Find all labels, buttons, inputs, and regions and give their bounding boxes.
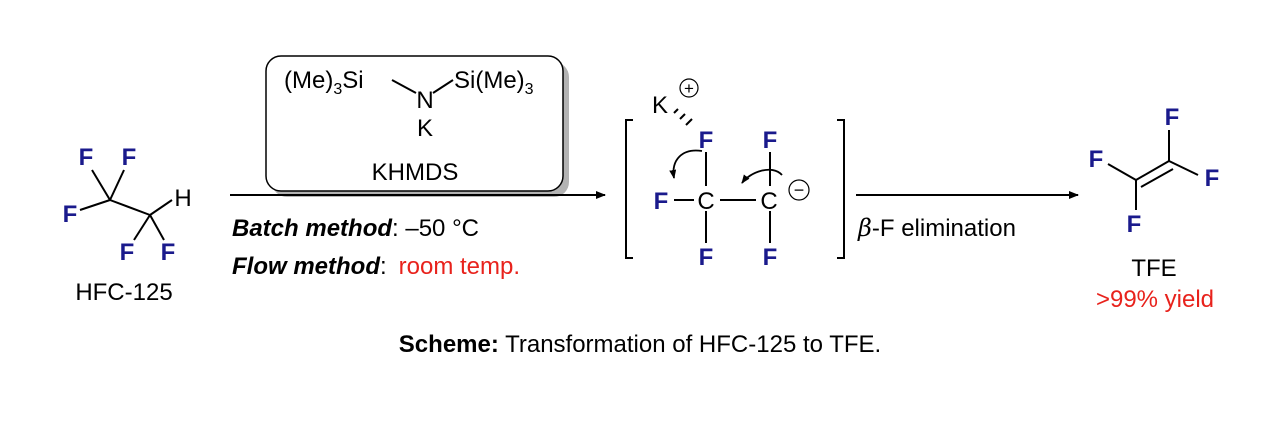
minus-charge-circle — [788, 179, 810, 201]
bracket-left — [625, 119, 633, 259]
fluorine-atom: F — [122, 144, 137, 171]
fluorine-atom: F — [1089, 146, 1104, 173]
minus-charge: − — [794, 180, 805, 200]
bond-c2-h — [149, 199, 173, 216]
fluorine-atom: F — [120, 239, 135, 266]
hfc125-label: HFC-125 — [75, 279, 172, 306]
bond-c1-c2 — [109, 199, 151, 216]
fluorine-atom: F — [654, 188, 669, 215]
bond-c1-f — [109, 169, 125, 201]
khmds-label: KHMDS — [372, 159, 459, 186]
bond-c1-f — [91, 169, 111, 201]
hydrogen-atom: H — [174, 185, 191, 212]
fluorine-atom: F — [161, 239, 176, 266]
dashed-bond — [685, 118, 693, 126]
bracket-right — [837, 119, 845, 259]
carbanion-carbon: C — [760, 188, 777, 215]
fluorine-atom: F — [699, 244, 714, 271]
fluorine-atom: F — [1127, 211, 1142, 238]
fluorine-atom: F — [79, 144, 94, 171]
fluorine-atom: F — [699, 127, 714, 154]
electron-push-arrow — [669, 149, 703, 179]
yield-label: >99% yield — [1096, 286, 1214, 313]
bond-c2-f — [133, 214, 151, 241]
bond-c-f — [1107, 163, 1137, 181]
fluorine-atom: F — [763, 244, 778, 271]
khmds-box: (Me)3Si N Si(Me)3 K KHMDS — [265, 55, 569, 197]
plus-charge: + — [684, 79, 694, 98]
double-bond — [1140, 168, 1174, 188]
dashed-bond — [679, 113, 686, 120]
bond-c1-f — [79, 199, 111, 211]
dashed-bond — [673, 108, 679, 114]
fluorine-atom: F — [63, 201, 78, 228]
intermediate-structure: K + F F F C C − F F — [625, 78, 845, 271]
scheme-caption: Scheme: Transformation of HFC-125 to TFE… — [399, 331, 881, 358]
nitrogen-atom: N — [416, 87, 433, 114]
fluorine-atom: F — [763, 127, 778, 154]
plus-charge-circle — [679, 78, 699, 98]
tfe-label: TFE — [1131, 255, 1176, 282]
potassium-atom: K — [417, 115, 433, 142]
tms-group-right: Si(Me)3 — [454, 67, 534, 98]
bond-n-si — [432, 79, 454, 94]
tfe-structure: F F F F TFE >99% yield — [1089, 104, 1220, 313]
double-bond — [1135, 160, 1170, 181]
batch-conditions: Batch method: –50 °C — [232, 215, 479, 242]
fluorine-atom: F — [1165, 104, 1180, 131]
hfc125-structure: F F F H F F HFC-125 — [63, 144, 192, 306]
tms-group-left: (Me)3Si — [284, 67, 364, 98]
beta-f-elimination-label: β-F elimination — [857, 214, 1016, 242]
potassium-cation: K — [652, 92, 668, 119]
bond-c-f — [1168, 160, 1199, 176]
fluorine-atom: F — [1205, 165, 1220, 192]
electron-push-arrow — [741, 168, 783, 184]
bond-si-n — [391, 79, 417, 94]
bond-c2-f — [149, 214, 165, 241]
box-frame — [265, 55, 564, 192]
carbon-atom: C — [697, 188, 714, 215]
flow-conditions: Flow method:room temp. — [232, 253, 520, 280]
